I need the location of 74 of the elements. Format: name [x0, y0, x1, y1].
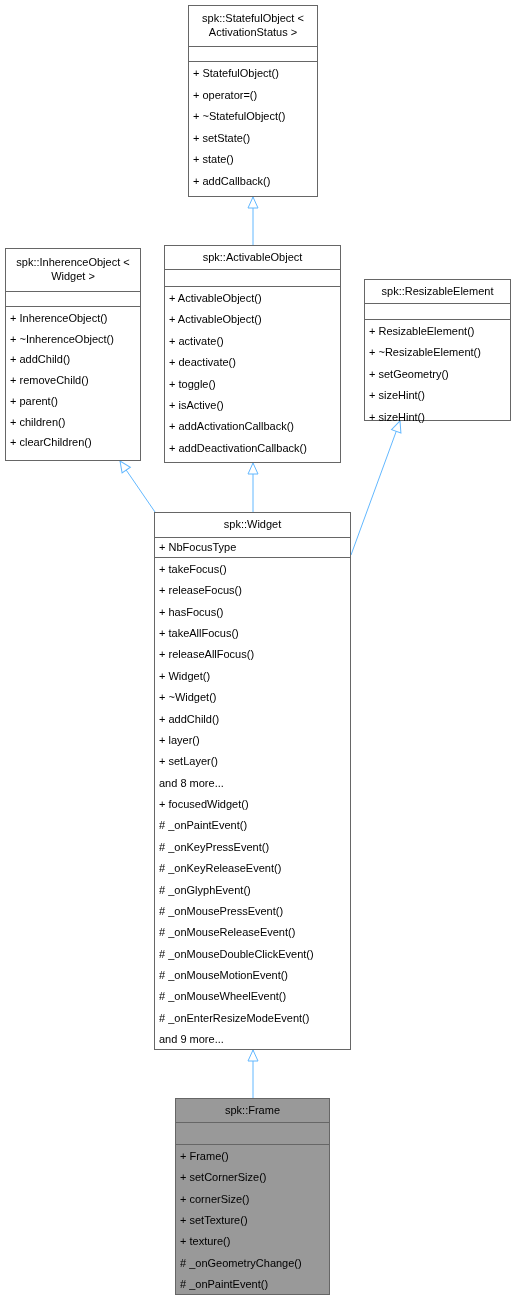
- method-label: + isActive(): [169, 398, 224, 412]
- method-label: + removeChild(): [10, 373, 89, 388]
- method-label: # _onMouseReleaseEvent(): [159, 925, 296, 940]
- class-box: [364, 279, 511, 421]
- inheritance-arrow: [247, 196, 259, 246]
- method-label: + sizeHint(): [369, 409, 425, 424]
- method-label: # _onPaintEvent(): [159, 818, 248, 833]
- method-label: + ActivableObject(): [169, 312, 262, 327]
- method-label: and 8 more...: [159, 775, 224, 790]
- class-box: [154, 512, 351, 1050]
- method-label: + parent(): [10, 393, 58, 408]
- method-label: + hasFocus(): [159, 604, 224, 619]
- method-label: # _onMousePressEvent(): [159, 903, 284, 918]
- method-label: # _onGlyphEvent(): [159, 882, 251, 897]
- method-label: + takeFocus(): [159, 562, 227, 576]
- method-label: + activate(): [169, 333, 224, 348]
- method-label: + ActivableObject(): [169, 291, 262, 305]
- method-label: + addChild(): [159, 711, 220, 726]
- class-box: [188, 5, 318, 197]
- method-label: # _onPaintEvent(): [180, 1276, 269, 1291]
- method-label: + InherenceObject(): [10, 311, 108, 325]
- method-label: + addChild(): [10, 352, 71, 367]
- method-label: # _onMouseWheelEvent(): [159, 989, 287, 1004]
- method-label: + setTexture(): [180, 1212, 248, 1227]
- class-box: [175, 1098, 330, 1295]
- class-box: [164, 245, 341, 463]
- method-label: + ResizableElement(): [369, 324, 475, 338]
- method-label: + setCornerSize(): [180, 1170, 267, 1185]
- method-label: + Widget(): [159, 668, 211, 683]
- method-label: and 9 more...: [159, 1032, 224, 1047]
- method-label: + addDeactivationCallback(): [169, 440, 307, 455]
- class-name: spk::InherenceObject < Widget >: [15, 255, 131, 283]
- method-label: # _onMouseMotionEvent(): [159, 968, 288, 982]
- method-label: + ~Widget(): [159, 690, 217, 705]
- method-label: # _onKeyReleaseEvent(): [159, 861, 282, 876]
- method-label: + ~StatefulObject(): [193, 109, 286, 123]
- method-label: + texture(): [180, 1234, 231, 1249]
- method-label: + toggle(): [169, 376, 216, 391]
- method-label: + setState(): [193, 130, 251, 145]
- method-label: + releaseAllFocus(): [159, 647, 255, 662]
- class-box: [5, 248, 141, 461]
- method-label: + deactivate(): [169, 355, 236, 370]
- class-name: spk::Frame: [224, 1102, 281, 1117]
- method-label: + Frame(): [180, 1149, 229, 1163]
- method-label: + StatefulObject(): [193, 66, 279, 80]
- method-label: + takeAllFocus(): [159, 626, 239, 641]
- method-label: + setGeometry(): [369, 366, 449, 381]
- method-label: + addCallback(): [193, 173, 271, 188]
- inheritance-arrow: [247, 1049, 259, 1099]
- method-label: + sizeHint(): [369, 388, 425, 403]
- class-name: spk::ActivableObject: [201, 249, 304, 264]
- method-label: + ~ResizableElement(): [369, 345, 481, 360]
- method-label: # _onKeyPressEvent(): [159, 839, 270, 854]
- method-label: + children(): [10, 414, 66, 429]
- method-label: + clearChildren(): [10, 435, 92, 450]
- method-label: # _onMouseDoubleClickEvent(): [159, 946, 314, 961]
- method-label: + layer(): [159, 732, 200, 747]
- method-label: + ~InherenceObject(): [10, 331, 114, 346]
- inheritance-arrow: [119, 460, 156, 513]
- method-label: + releaseFocus(): [159, 583, 242, 598]
- method-label: + focusedWidget(): [159, 797, 249, 812]
- class-name: spk::Widget: [222, 517, 283, 531]
- method-label: # _onEnterResizeModeEvent(): [159, 1010, 310, 1025]
- method-label: + operator=(): [193, 87, 258, 102]
- inheritance-arrow: [247, 462, 259, 513]
- class-name: spk::ResizableElement: [380, 283, 495, 298]
- attribute-label: + NbFocusType: [159, 540, 237, 554]
- inheritance-arrow: [350, 420, 402, 556]
- method-label: + state(): [193, 152, 234, 166]
- method-label: + setLayer(): [159, 754, 218, 769]
- method-label: + addActivationCallback(): [169, 419, 295, 434]
- method-label: + cornerSize(): [180, 1191, 250, 1206]
- class-name: spk::StatefulObject < ActivationStatus >: [201, 11, 305, 39]
- method-label: # _onGeometryChange(): [180, 1255, 302, 1270]
